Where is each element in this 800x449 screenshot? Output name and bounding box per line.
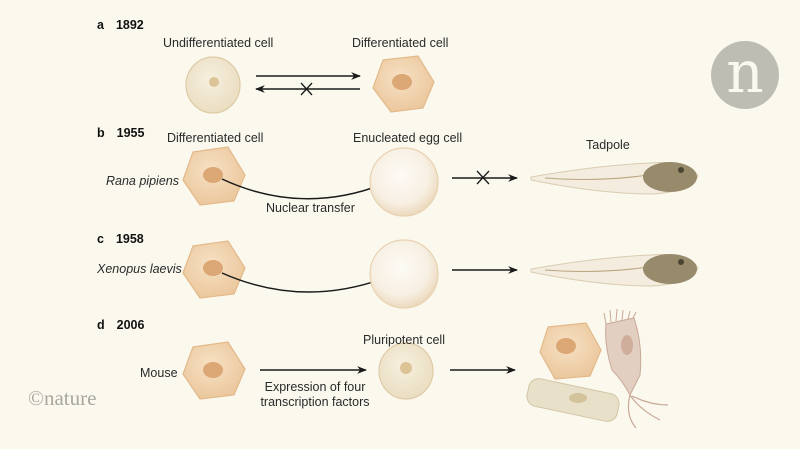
panel-year: 1892 xyxy=(115,18,144,32)
label-four-factors-line2: transcription factors xyxy=(260,395,370,409)
panel-letter: b xyxy=(97,126,105,140)
differentiated-cell-types-d xyxy=(526,308,669,429)
differentiated-cell-b xyxy=(182,146,246,206)
panel-a-header: a 1892 xyxy=(97,18,144,32)
panel-year: 1958 xyxy=(115,232,144,246)
differentiated-cell-a xyxy=(372,55,435,113)
label-nuclear-transfer: Nuclear transfer xyxy=(266,201,355,215)
panel-c-header: c 1958 xyxy=(97,232,144,246)
blocked-x-icon xyxy=(300,82,313,96)
undifferentiated-cell-a xyxy=(185,56,241,114)
tadpole-c xyxy=(530,254,699,287)
differentiated-cell-d xyxy=(182,341,246,400)
label-tadpole: Tadpole xyxy=(586,138,630,152)
species-label-d: Mouse xyxy=(140,366,178,380)
panel-letter: c xyxy=(97,232,104,246)
label-differentiated-cell-a: Differentiated cell xyxy=(352,36,449,50)
label-four-factors-line1: Expression of four xyxy=(264,380,366,394)
species-label-c: Xenopus laevis xyxy=(97,262,182,276)
pluripotent-cell-d xyxy=(378,342,434,400)
label-undifferentiated-cell: Undifferentiated cell xyxy=(163,36,274,50)
panel-year: 1955 xyxy=(116,126,145,140)
label-pluripotent-cell: Pluripotent cell xyxy=(363,333,445,347)
nature-logo-icon: n xyxy=(711,41,779,109)
enucleated-egg-cell-b xyxy=(369,147,439,217)
differentiated-cell-c xyxy=(182,240,246,299)
panel-b-header: b 1955 xyxy=(97,126,144,140)
label-four-factors: Expression of four transcription factors xyxy=(250,380,380,410)
label-enucleated-egg-cell: Enucleated egg cell xyxy=(353,131,463,145)
enucleated-egg-cell-c xyxy=(369,239,439,309)
label-differentiated-cell-b: Differentiated cell xyxy=(167,131,264,145)
panel-d-header: d 2006 xyxy=(97,318,144,332)
panel-letter: d xyxy=(97,318,105,332)
nature-watermark: ©nature xyxy=(28,386,97,410)
panel-year: 2006 xyxy=(116,318,145,332)
species-label-b: Rana pipiens xyxy=(106,174,179,188)
panel-letter: a xyxy=(97,18,104,32)
blocked-x-icon-b xyxy=(476,170,490,185)
tadpole-b xyxy=(530,162,699,195)
